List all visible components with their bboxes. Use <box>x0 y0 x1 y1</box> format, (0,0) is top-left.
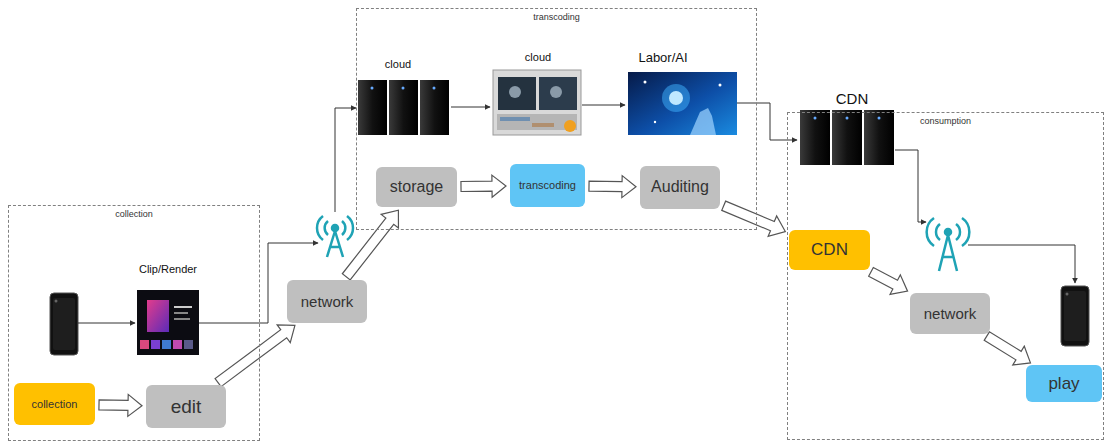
block-arrow <box>984 332 1030 365</box>
flow-line <box>895 150 926 222</box>
box-label: storage <box>390 178 443 196</box>
region-title: collection <box>9 209 259 219</box>
box-label: transcoding <box>519 179 576 192</box>
box-label: play <box>1048 374 1079 394</box>
server-rack <box>800 110 894 165</box>
process-box: collection <box>14 383 95 425</box>
process-box: Auditing <box>640 166 720 209</box>
process-box: CDN <box>789 230 870 270</box>
block-arrow <box>461 175 506 197</box>
region-title: consumption <box>788 116 1103 126</box>
block-arrow <box>722 201 786 236</box>
stage-region: transcodingstoragetranscodingAuditing <box>356 8 757 230</box>
editor-screenshot <box>493 70 581 135</box>
picture-caption: CDN <box>836 90 869 107</box>
process-box: edit <box>146 385 226 428</box>
box-label: network <box>301 293 354 310</box>
box-label: edit <box>171 396 202 418</box>
block-arrow <box>215 325 295 387</box>
ai-picture <box>628 72 737 135</box>
block-arrow <box>342 210 398 280</box>
process-box: transcoding <box>510 164 585 207</box>
box-label: collection <box>32 398 78 411</box>
box-label: CDN <box>811 240 848 260</box>
process-box: storage <box>376 167 457 207</box>
block-arrow <box>99 394 142 416</box>
antenna-tower <box>927 218 970 271</box>
block-arrow <box>589 176 636 198</box>
server-rack <box>358 80 449 135</box>
picture-caption: cloud <box>525 51 551 63</box>
phone-icon <box>1061 286 1089 346</box>
process-box: network <box>287 280 367 323</box>
antenna-tower <box>317 216 353 257</box>
stage-region: consumptionCDN network play <box>787 112 1104 440</box>
process-box: network <box>910 293 990 334</box>
box-label: network <box>924 305 977 322</box>
region-title: transcoding <box>357 12 756 22</box>
picture-caption: cloud <box>385 58 411 70</box>
stage-region: collection collection edit <box>8 205 260 441</box>
flow-line <box>451 107 490 108</box>
clip-render-screenshot <box>137 290 199 355</box>
block-arrow <box>869 267 908 294</box>
process-box: play <box>1026 365 1102 402</box>
flow-line <box>78 323 135 324</box>
flow-line <box>582 105 625 106</box>
flow-line <box>335 108 356 212</box>
flow-line <box>968 245 1075 283</box>
box-label: Auditing <box>651 178 709 196</box>
phone-icon <box>50 293 78 355</box>
picture-caption: Labor/AI <box>638 50 687 65</box>
flow-line <box>737 103 797 140</box>
picture-caption: Clip/Render <box>139 263 197 275</box>
